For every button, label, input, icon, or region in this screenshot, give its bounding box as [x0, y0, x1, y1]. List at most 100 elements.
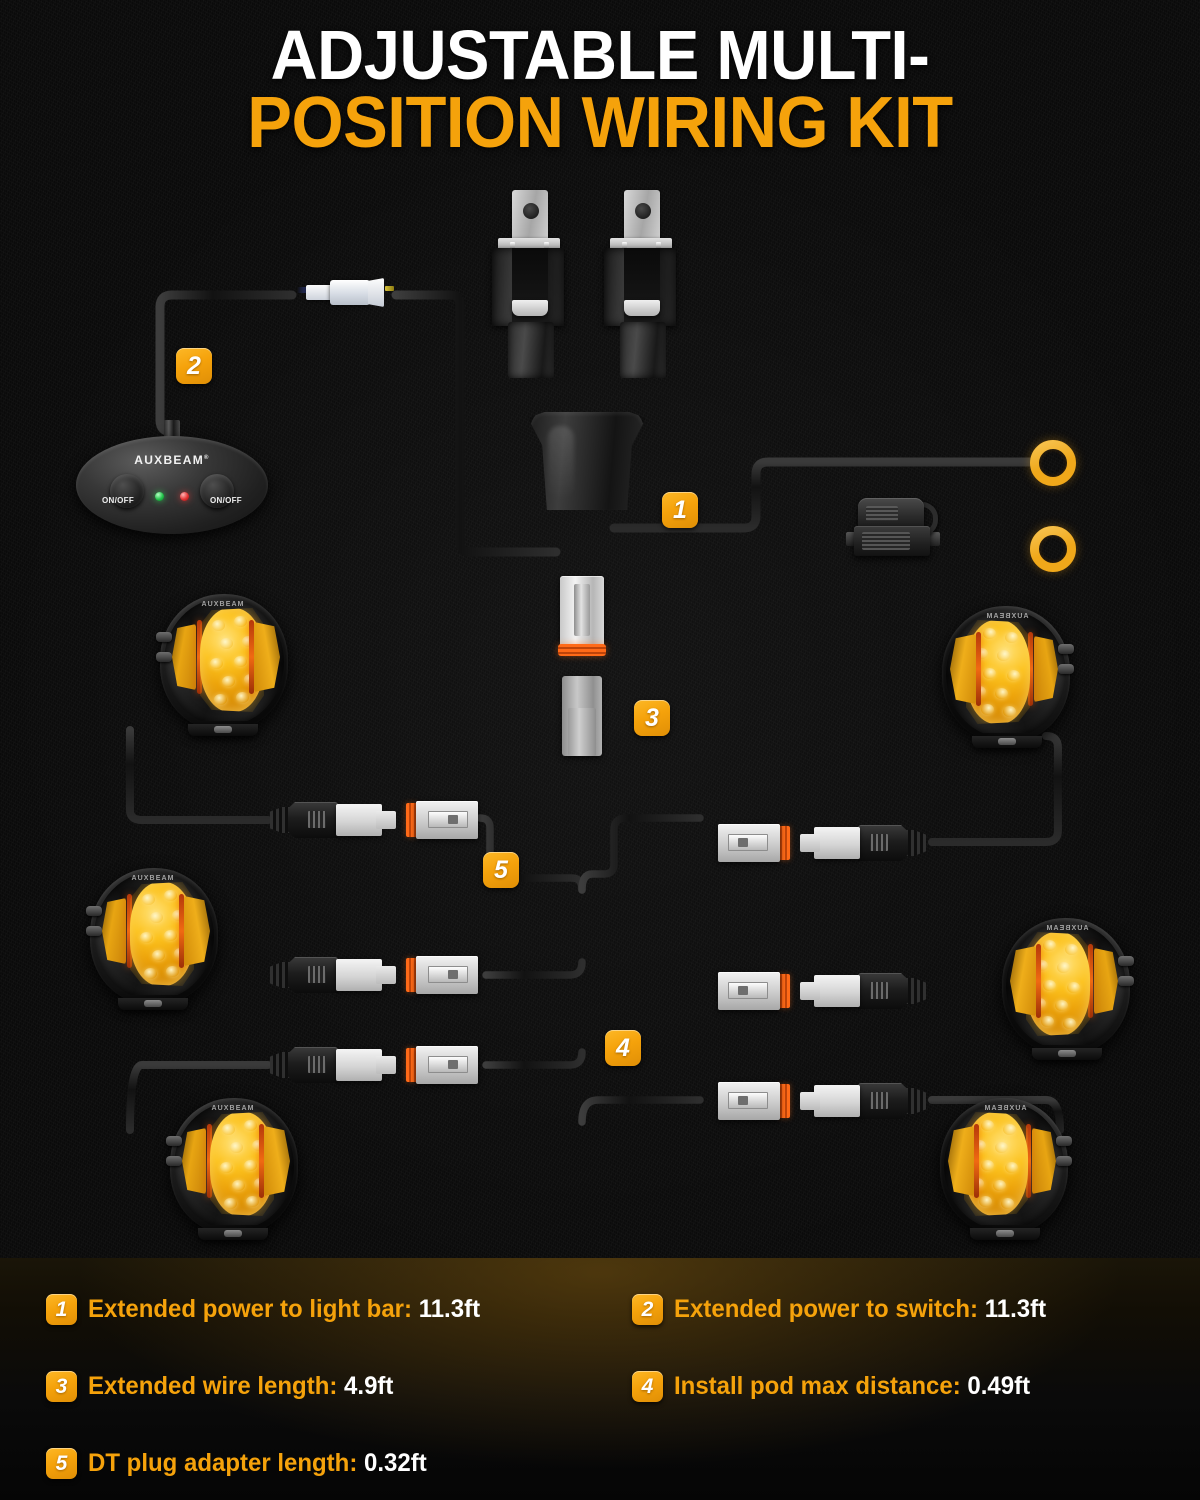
dt-plug-gray-body [814, 827, 860, 859]
legend-text-4: Install pod max distance: 0.49ft [674, 1372, 1030, 1401]
pod-accent-strip-right [259, 1124, 264, 1198]
pod-base-nub [214, 726, 232, 733]
switch-led-green [155, 492, 164, 501]
switch-housing [76, 436, 268, 534]
pod-side-wing-right [264, 1126, 290, 1196]
dt-orange-wedge-lock [406, 958, 417, 992]
dt-strain-boot [270, 1052, 292, 1078]
legend-text-5: DT plug adapter length: 0.32ft [88, 1449, 427, 1478]
relay-right [598, 190, 682, 380]
relay-assembly [486, 190, 686, 520]
pod-mount-arm-bottom [1058, 664, 1074, 674]
fuse-cap-ribs [866, 506, 898, 521]
harness-rubber-boot [528, 412, 646, 510]
deutsch-plug-upper-slot [574, 584, 590, 636]
switch-button-left[interactable] [110, 474, 144, 508]
pod-base-nub [998, 738, 1016, 745]
legend-badge-3: 3 [46, 1371, 77, 1402]
legend-item-3: 3 Extended wire length: 4.9ft [46, 1371, 406, 1402]
legend-label-4: Install pod max distance: [674, 1372, 961, 1400]
pod-accent-strip-left [127, 894, 132, 968]
dt-plug-gray-nose [800, 834, 820, 852]
pod-light-left-bottom: AUXBEAM [158, 1092, 308, 1242]
switch-led-red [180, 492, 189, 501]
dt-plug-ribs [870, 834, 888, 851]
callout-badge-4: 4 [605, 1030, 641, 1066]
pod-light-right-bottom: AUXBEAM [930, 1092, 1080, 1242]
switch-button-right[interactable] [200, 474, 234, 508]
dt-plug-gray-body [336, 804, 382, 836]
connector-pin-blue [297, 287, 310, 293]
callout-badge-1: 1 [662, 492, 698, 528]
dt-connector-pair-left-bottom [256, 1042, 488, 1088]
relay-screw-a [510, 242, 515, 249]
pod-base-nub [1058, 1050, 1076, 1057]
relay-screw-a [622, 242, 627, 249]
wire-pod-left-top [126, 726, 272, 824]
legend-item-5: 5 DT plug adapter length: 0.32ft [46, 1448, 441, 1479]
legend-badge-4: 4 [632, 1371, 663, 1402]
pod-mount-arm-top [156, 632, 172, 642]
pod-side-wing-left [172, 624, 196, 690]
dt-connector-pair-left-top [256, 797, 488, 843]
pod-accent-strip-right [976, 632, 981, 706]
dt-plug-gray-nose [800, 1092, 820, 1110]
dt-orange-wedge-lock [779, 826, 790, 860]
dt-plug-ribs [308, 1056, 326, 1073]
wire-branch-left-2 [482, 958, 586, 979]
callout-badge-3: 3 [634, 700, 670, 736]
pod-mount-arm-top [1056, 1136, 1072, 1146]
legend-panel: 1 Extended power to light bar: 11.3ft 2 … [0, 1258, 1200, 1500]
legend-text-2: Extended power to switch: 11.3ft [674, 1295, 1046, 1324]
wire-power-negative [609, 457, 1035, 533]
dt-plug-gray-nose [376, 966, 396, 984]
relay-screw-b [656, 242, 661, 249]
dt-receptacle-window [728, 1092, 768, 1109]
title-line-1: ADJUSTABLE MULTI- [270, 16, 930, 94]
dt-plug-gray-body [814, 975, 860, 1007]
fuse-body-ribs [862, 532, 910, 550]
relay-clip [512, 300, 548, 316]
dt-receptacle-window [728, 834, 768, 851]
legend-label-3: Extended wire length: [88, 1372, 338, 1400]
auxbeam-rocker-switch[interactable]: AUXBEAM® ON/OFF ON/OFF [76, 420, 268, 534]
deutsch-orange-wedge [558, 644, 606, 656]
pod-mount-arm-top [1118, 956, 1134, 966]
pod-led-emitters [210, 1112, 274, 1216]
pod-accent-strip-right [974, 1124, 979, 1198]
dt-plug-gray-nose [800, 982, 820, 1000]
dt-receptacle-terminal [448, 815, 458, 824]
dt-receptacle-terminal [738, 838, 748, 847]
legend-label-2: Extended power to switch: [674, 1295, 979, 1323]
dt-receptacle-terminal [448, 1060, 458, 1069]
pod-side-wing-left [182, 1128, 206, 1194]
pod-mount-arm-bottom [166, 1156, 182, 1166]
legend-value-3: 4.9ft [344, 1372, 394, 1400]
pod-accent-strip-left [207, 1124, 212, 1198]
dt-plug-gray-nose [376, 811, 396, 829]
pod-brand-label: AUXBEAM [983, 1105, 1027, 1112]
legend-text-1: Extended power to light bar: 11.3ft [88, 1295, 480, 1324]
legend-badge-5: 5 [46, 1448, 77, 1479]
wire-pod-right-bottom [928, 1096, 1064, 1134]
inline-fuse-holder [846, 494, 958, 564]
dt-connector-pair-right-mid [708, 968, 940, 1014]
pod-brand-label: AUXBEAM [201, 601, 245, 608]
connector-segment-b [330, 280, 370, 305]
pod-mount-arm-bottom [1118, 976, 1134, 986]
legend-value-4: 0.49ft [967, 1372, 1031, 1400]
wire-branch-right-1 [578, 814, 704, 894]
pod-mount-arm-top [166, 1136, 182, 1146]
pod-light-left-mid: AUXBEAM [78, 862, 228, 1012]
dt-orange-wedge-lock [779, 1084, 790, 1118]
pod-mount-arm-bottom [1056, 1156, 1072, 1166]
dt-receptacle-window [728, 982, 768, 999]
inline-white-connector [290, 276, 394, 310]
boot-highlight [548, 426, 574, 500]
legend-text-3: Extended wire length: 4.9ft [88, 1372, 393, 1401]
wire-branch-left-3 [482, 1048, 586, 1069]
relay-socket-neck [508, 322, 554, 378]
dt-connector-pair-right-bottom [708, 1078, 940, 1124]
title-line-2: POSITION WIRING KIT [247, 83, 953, 164]
